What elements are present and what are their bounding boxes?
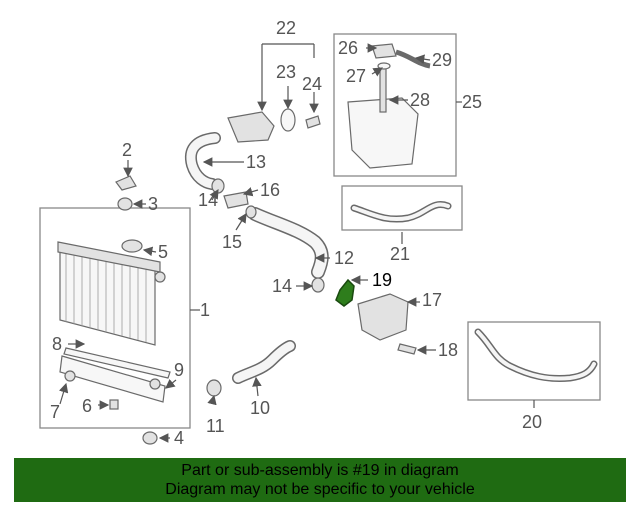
callout-15: 15 <box>222 232 242 252</box>
o-ring-part[interactable] <box>377 62 391 70</box>
reservoir-tube-part[interactable] <box>379 65 387 113</box>
reservoir-tank-part[interactable] <box>347 97 419 169</box>
callout-22: 22 <box>276 18 296 38</box>
callout-19: 19 <box>372 270 392 290</box>
callout-2: 2 <box>122 140 132 160</box>
callout-18: 18 <box>438 340 458 360</box>
parts-diagram: 22 23 24 2 3 5 1 8 9 7 6 4 13 14 16 15 1… <box>39 18 601 448</box>
callout-16: 16 <box>260 180 280 200</box>
callout-20: 20 <box>522 412 542 432</box>
callout-11: 11 <box>206 416 225 436</box>
callout-12: 12 <box>334 248 354 268</box>
clamp-part[interactable] <box>206 379 222 397</box>
callout-25: 25 <box>462 92 482 112</box>
callouts: 22 23 24 2 3 5 1 8 9 7 6 4 13 14 16 15 1… <box>50 18 542 448</box>
overflow-hose-part[interactable] <box>395 49 431 69</box>
reservoir-group <box>333 33 457 177</box>
callout-23: 23 <box>276 62 296 82</box>
callout-3: 3 <box>148 194 158 214</box>
hose-clamp-part[interactable] <box>245 205 257 219</box>
bolt-part[interactable] <box>397 343 417 355</box>
callout-9: 9 <box>174 360 184 380</box>
drain-bolt-part[interactable] <box>109 399 119 410</box>
callout-1: 1 <box>200 300 210 320</box>
radiator-part[interactable] <box>57 241 161 346</box>
drain-plug-part[interactable] <box>64 370 76 382</box>
radiator-cap-part[interactable] <box>121 239 143 253</box>
bracket-part[interactable] <box>115 175 137 191</box>
callout-7: 7 <box>50 402 60 422</box>
callout-29: 29 <box>432 50 452 70</box>
fitting-part[interactable] <box>223 191 249 209</box>
callout-27: 27 <box>346 66 366 86</box>
callout-5: 5 <box>158 242 168 262</box>
seal-strip-part[interactable] <box>63 347 171 379</box>
callout-14: 14 <box>272 276 292 296</box>
highlighted-part-19[interactable] <box>335 278 355 307</box>
callout-28: 28 <box>410 90 430 110</box>
callout-24: 24 <box>302 74 322 94</box>
gasket-part[interactable] <box>280 108 296 132</box>
callout-10: 10 <box>250 398 270 418</box>
bolt-part[interactable] <box>305 115 321 129</box>
thermostat-housing-part[interactable] <box>227 111 275 143</box>
callout-14: 14 <box>198 190 218 210</box>
callout-26: 26 <box>338 38 358 58</box>
callout-4: 4 <box>174 428 184 448</box>
banner-line-1: Part or sub-assembly is #19 in diagram <box>181 462 459 479</box>
reservoir-cap-part[interactable] <box>371 43 397 59</box>
mount-bushing-part[interactable] <box>117 197 133 211</box>
radiator-group <box>39 175 191 445</box>
info-banner: Part or sub-assembly is #19 in diagram D… <box>14 458 626 502</box>
leader-lines <box>58 43 535 443</box>
callout-13: 13 <box>246 152 266 172</box>
callout-21: 21 <box>390 244 410 264</box>
hose-clamp-part[interactable] <box>311 277 325 293</box>
water-outlet-part[interactable] <box>357 293 409 341</box>
lower-bushing-part[interactable] <box>142 431 158 445</box>
callout-6: 6 <box>82 396 92 416</box>
callout-17: 17 <box>422 290 442 310</box>
banner-line-2: Diagram may not be specific to your vehi… <box>165 481 475 498</box>
callout-8: 8 <box>52 334 62 354</box>
